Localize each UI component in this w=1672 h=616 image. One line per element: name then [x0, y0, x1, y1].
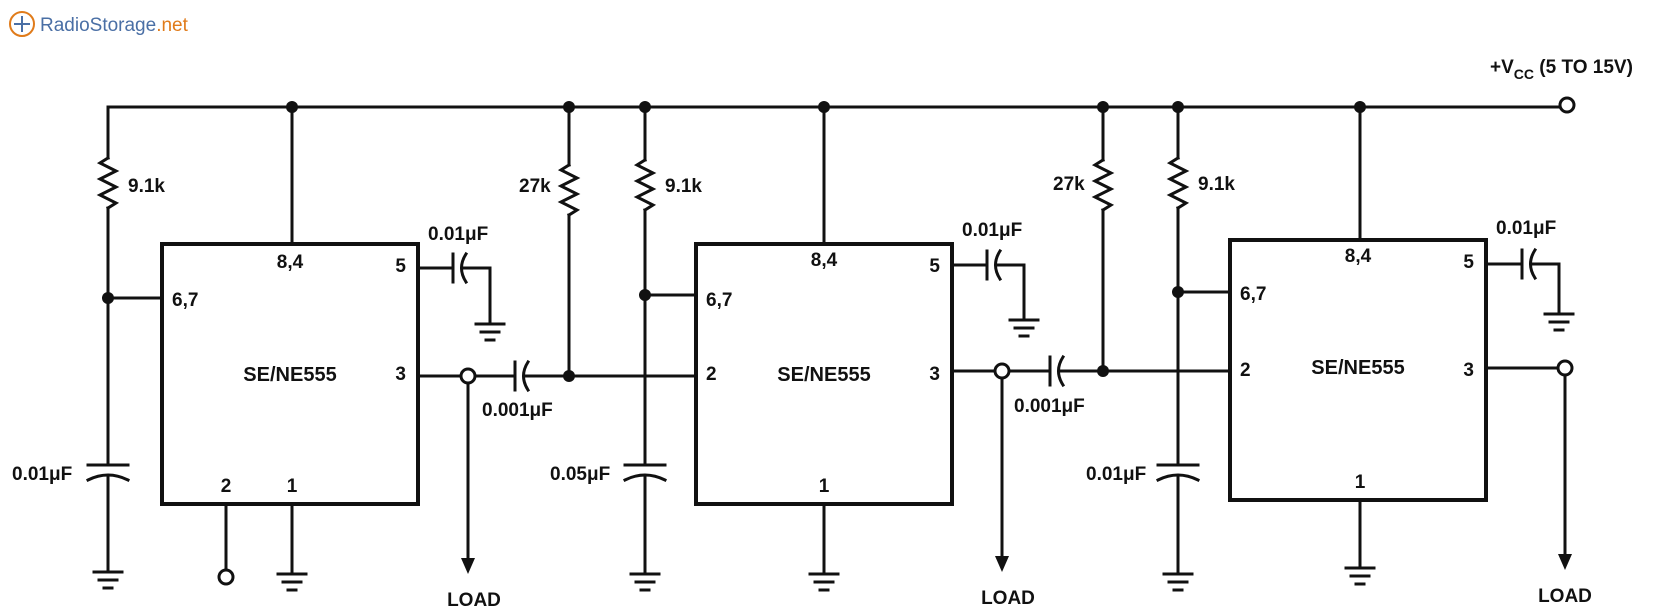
- ground-icon: [474, 322, 506, 342]
- resistor-r3: [633, 157, 657, 213]
- chip-3-body: [1228, 238, 1488, 502]
- svg-text:RadioStorage.net: RadioStorage.net: [40, 15, 189, 36]
- resistor-r1: [96, 155, 120, 211]
- resistor-r1-label: 9.1k: [128, 176, 165, 197]
- resistor-r2: [557, 162, 581, 218]
- load-3-label: LOAD: [1538, 586, 1592, 607]
- capacitor-c6-label: 0.001μF: [1014, 396, 1085, 417]
- capacitor-c8-label: 0.01μF: [1496, 218, 1556, 239]
- chip-3-pin-bottom: 1: [1355, 472, 1366, 493]
- resistor-r3-label: 9.1k: [665, 176, 702, 197]
- chip-3-pin-left-lower: 2: [1240, 360, 1251, 381]
- ground-icon: [1344, 566, 1376, 586]
- logo-icon: [9, 11, 35, 37]
- chip-1-pin-bottom-right: 1: [287, 476, 298, 497]
- radiostorage-logo: RadioStorage.net: [9, 11, 189, 37]
- chip-3-pin-top: 8,4: [1345, 246, 1372, 267]
- resistor-r5: [1166, 155, 1190, 211]
- resistor-r4: [1091, 157, 1115, 213]
- chip-2-pin-right-upper: 5: [929, 256, 940, 277]
- ground-icon: [276, 572, 308, 592]
- resistor-r4-label: 27k: [1053, 174, 1085, 195]
- chip-2-pin-left-upper: 6,7: [706, 290, 732, 311]
- capacitor-c7-label: 0.01μF: [1086, 464, 1146, 485]
- chip-2-pin-top: 8,4: [811, 250, 838, 271]
- load-1-label: LOAD: [447, 590, 501, 611]
- chip-2-label: SE/NE555: [777, 364, 870, 386]
- capacitor-c5-label: 0.01μF: [962, 220, 1022, 241]
- chip-1-pin-right-upper: 5: [395, 256, 406, 277]
- resistor-r2-label: 27k: [519, 176, 551, 197]
- load-3-arrow: [1558, 554, 1572, 570]
- ground-icon: [1008, 318, 1040, 338]
- capacitor-c1-label: 0.01μF: [12, 464, 72, 485]
- trigger-input-terminal: [217, 568, 235, 586]
- supply-terminal: [1558, 96, 1576, 114]
- chip-2-pin-bottom: 1: [819, 476, 830, 497]
- logo-brand: RadioStorage: [40, 15, 156, 36]
- chip-1-pin-top: 8,4: [277, 252, 304, 273]
- capacitor-c2-label: 0.01μF: [428, 224, 488, 245]
- chip-1-pin-right-lower: 3: [395, 364, 406, 385]
- output-2-terminal: [993, 362, 1011, 380]
- chip-3-pin-right-lower: 3: [1463, 360, 1474, 381]
- chip-1-pin-left-upper: 6,7: [172, 290, 198, 311]
- chip-1-body: [160, 242, 420, 506]
- load-1-arrow: [461, 558, 475, 574]
- chip-2-body: [694, 242, 954, 506]
- ground-icon: [629, 572, 661, 592]
- chip-1-label: SE/NE555: [243, 364, 336, 386]
- load-2-label: LOAD: [981, 588, 1035, 609]
- ground-icon: [808, 572, 840, 592]
- load-2-arrow: [995, 556, 1009, 572]
- chip-2-pin-right-lower: 3: [929, 364, 940, 385]
- supply-label: +VCC (5 TO 15V): [1490, 57, 1633, 82]
- chip-2-pin-left-lower: 2: [706, 364, 717, 385]
- ground-icon: [1543, 312, 1575, 332]
- ground-icon: [1162, 572, 1194, 592]
- chip-3-label: SE/NE555: [1311, 357, 1404, 379]
- resistor-r5-label: 9.1k: [1198, 174, 1235, 195]
- ground-icon: [92, 570, 124, 590]
- output-1-terminal: [459, 367, 477, 385]
- logo-tld: .net: [156, 15, 188, 36]
- output-3-terminal: [1556, 359, 1574, 377]
- chip-1-pin-bottom-left: 2: [221, 476, 232, 497]
- capacitor-c4-label: 0.05μF: [550, 464, 610, 485]
- capacitor-c3-label: 0.001μF: [482, 400, 553, 421]
- chip-3-pin-left-upper: 6,7: [1240, 284, 1266, 305]
- chip-3-pin-right-upper: 5: [1463, 252, 1474, 273]
